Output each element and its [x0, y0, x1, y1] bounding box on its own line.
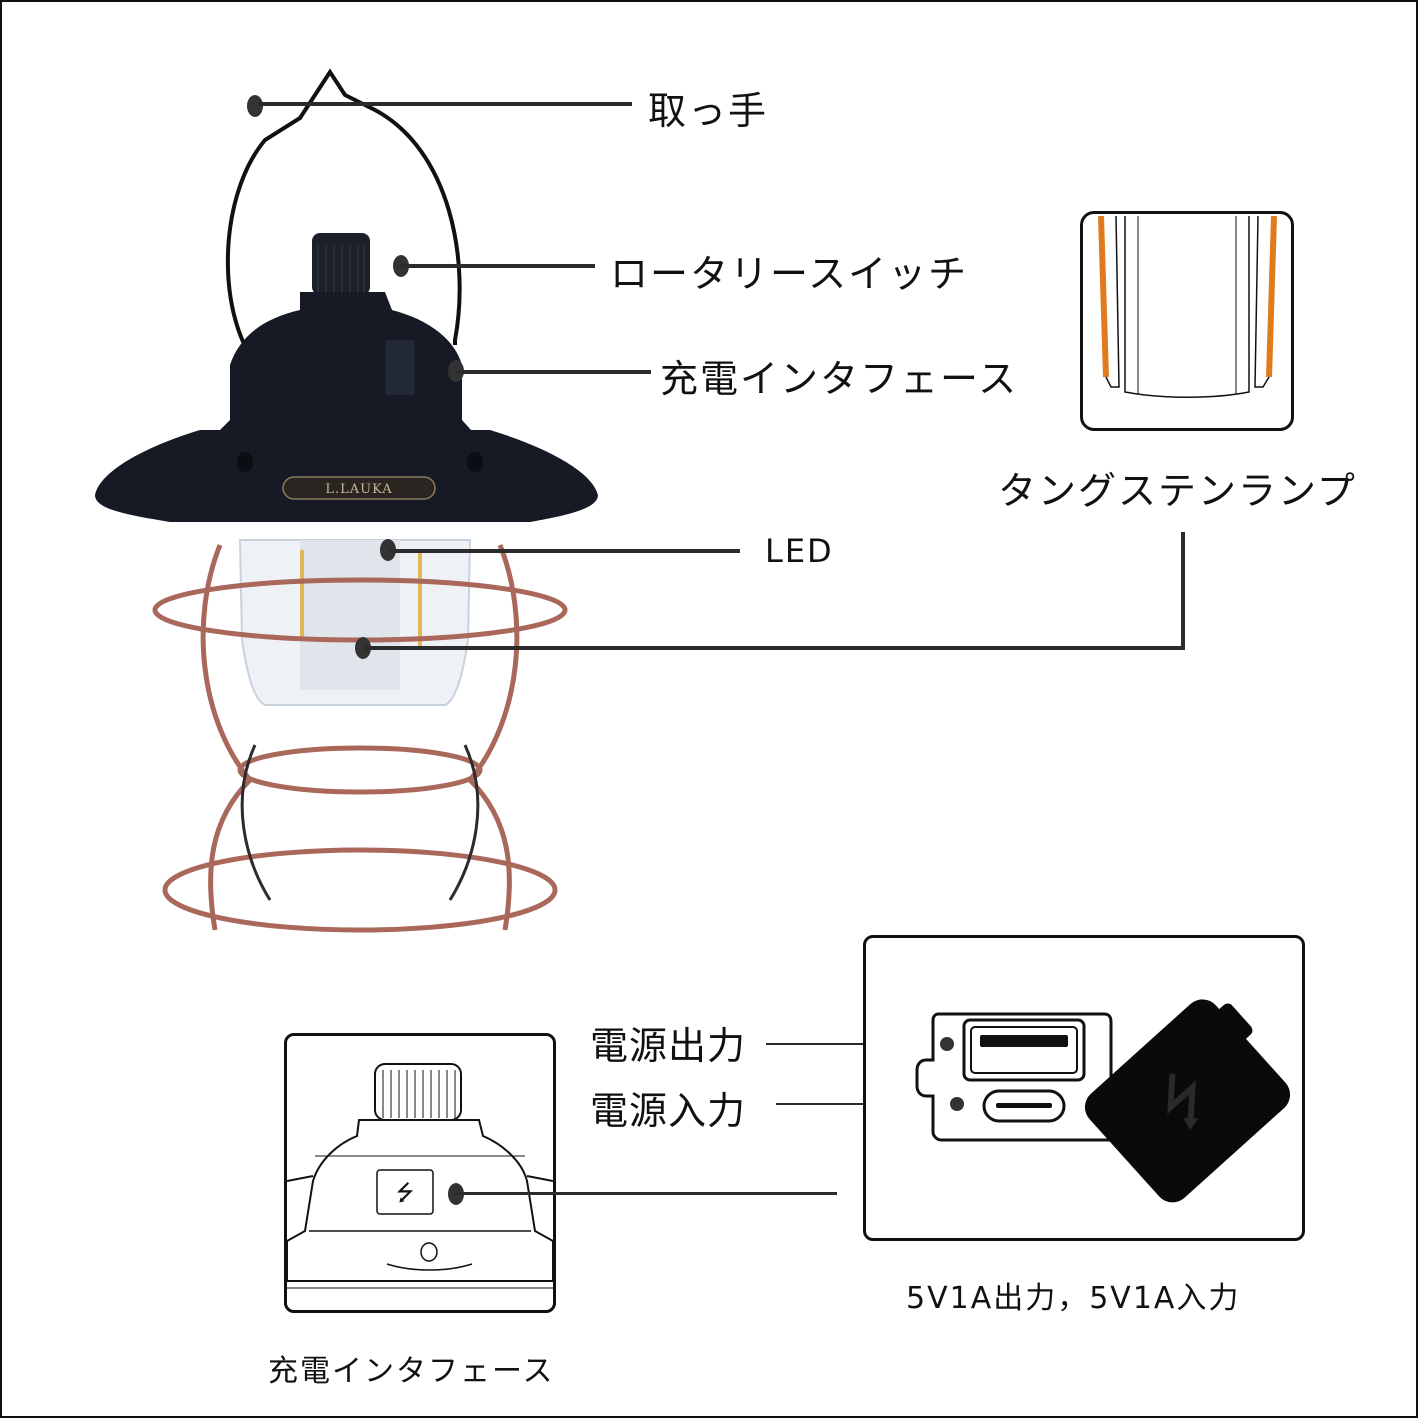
tungsten-leader-line-v [1181, 532, 1185, 650]
usb-cover-flap [1084, 999, 1291, 1203]
brand-plate [282, 476, 436, 500]
tungsten-callout-dot [355, 637, 371, 659]
handle-label: 取っ手 [648, 89, 769, 133]
handle-callout-dot [247, 95, 263, 117]
tungsten-lamp-label: タングステンランプ [998, 469, 1357, 513]
port-panel-inset: ⭍ [863, 935, 1305, 1241]
led-label: LED [765, 532, 834, 570]
rotary-knob [312, 233, 370, 295]
led-callout-dot [380, 539, 396, 561]
handle-wire [225, 68, 462, 380]
usb-ports-illustration: ⭍ [915, 999, 1291, 1203]
handle-leader-line [258, 102, 413, 106]
svg-text:L.LAUKA: L.LAUKA [325, 482, 392, 497]
led-leader-line [390, 549, 740, 553]
rotary-switch-label: ロータリースイッチ [610, 252, 969, 296]
switch-leader-line [400, 264, 595, 268]
output-port-dot [940, 1037, 954, 1051]
input-port-dot [950, 1097, 964, 1111]
port-spec-caption: 5V1A出力，5V1A入力 [906, 1281, 1241, 1316]
lantern-top-line-drawing: ⭍ [287, 1063, 553, 1289]
charging-interface-inset: ⭍ [284, 1033, 556, 1313]
handle-leader-line-ext [392, 102, 632, 106]
usb-symbol: ⭍ [396, 1181, 414, 1206]
power-output-leader-line [766, 1043, 944, 1045]
power-output-label: 電源出力 [590, 1024, 747, 1068]
lantern-hat [95, 430, 598, 522]
charging-interface-label: 充電インタフェース [660, 357, 1019, 401]
tungsten-lamp-inset [1080, 211, 1294, 431]
charging-inset-caption: 充電インタフェース [268, 1354, 555, 1389]
tungsten-leader-line-h [365, 646, 1185, 650]
power-input-label: 電源入力 [590, 1089, 747, 1133]
usb-port-leader-line [455, 1192, 837, 1195]
tungsten-filament-icon [1098, 215, 1277, 398]
charging-leader-line [456, 370, 651, 374]
lantern-top-body [210, 292, 480, 440]
